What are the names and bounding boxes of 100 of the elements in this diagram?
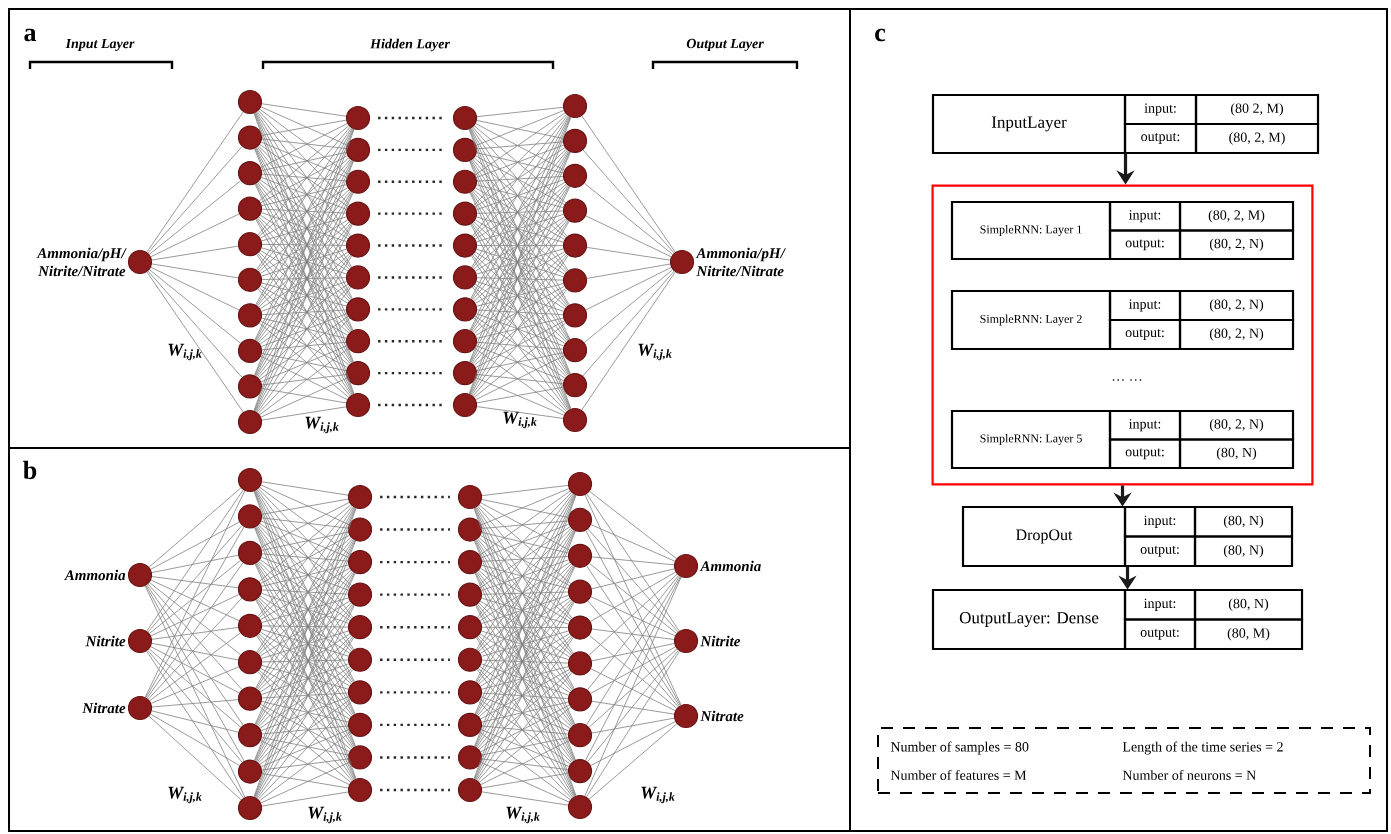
dotted-line — [380, 788, 450, 792]
note-text: Length of the time series = 2 — [1122, 741, 1283, 755]
field-label-cell: input: — [1108, 409, 1182, 441]
neuron — [567, 507, 593, 532]
neuron — [127, 249, 153, 275]
weight-label: W$_{i,j,k}$ — [168, 786, 202, 804]
node-label: Ammonia — [699, 560, 761, 572]
neuron — [347, 484, 373, 510]
dotted-line — [380, 560, 450, 564]
layer-name-cell: SimpleRNN: Layer 2 — [950, 289, 1112, 351]
neuron — [345, 105, 371, 131]
neuron — [567, 579, 593, 604]
neuron — [562, 198, 588, 223]
neuron — [345, 329, 371, 354]
dotted-line — [378, 403, 445, 407]
field-label-cell: input: — [1108, 200, 1182, 232]
neuron — [345, 137, 371, 162]
neuron — [347, 647, 373, 672]
neuron — [345, 201, 371, 226]
neuron — [345, 233, 371, 258]
neuron — [567, 471, 593, 497]
neuron — [669, 249, 695, 275]
neuron — [567, 543, 593, 568]
neuron — [567, 794, 593, 820]
weight-label: W$_{i,j,k}$ — [503, 411, 537, 429]
layer-heading: Output Layer — [686, 38, 764, 52]
neuron — [457, 615, 483, 640]
node-label: Nitrite — [700, 635, 741, 647]
shape-value-cell: (80, M) — [1193, 618, 1304, 651]
neuron — [347, 582, 373, 607]
neuron — [452, 329, 478, 354]
node-label: Nitrate — [700, 710, 744, 722]
neuron — [237, 267, 263, 292]
neuron — [237, 196, 263, 221]
field-label-cell: input: — [1108, 289, 1182, 322]
dotted-line — [378, 148, 445, 152]
neuron — [237, 467, 263, 493]
neuron — [347, 777, 373, 803]
node-label: Ammonia/pH/ Nitrite/Nitrate — [695, 247, 786, 277]
dotted-line — [380, 756, 450, 759]
field-label-cell: input: — [1123, 588, 1197, 621]
neuron — [452, 105, 478, 131]
dotted-line — [380, 528, 450, 531]
neuron — [457, 712, 483, 737]
neuron — [347, 550, 373, 575]
shape-value-cell: (80 2, M) — [1194, 93, 1320, 126]
layer-heading: Hidden Layer — [370, 38, 450, 52]
neuron — [452, 392, 478, 418]
neuron — [347, 680, 373, 705]
note-text: Number of features = M — [890, 770, 1027, 780]
field-label-cell: output: — [1108, 229, 1182, 261]
neuron — [347, 517, 373, 542]
node-label: Ammonia/pH/ Nitrite/Nitrate — [36, 247, 127, 277]
neuron — [127, 628, 153, 654]
neuron — [673, 703, 699, 729]
field-label-cell: output: — [1108, 438, 1182, 470]
dotted-line — [378, 340, 445, 343]
neuron — [237, 338, 263, 363]
field-label-cell: output: — [1123, 535, 1197, 568]
dotted-line — [378, 276, 445, 279]
neuron — [345, 265, 371, 290]
group-frame — [931, 184, 1314, 486]
dotted-line — [380, 626, 450, 629]
dotted-line — [378, 212, 445, 215]
neuron — [457, 550, 483, 575]
neuron — [452, 361, 478, 386]
neuron — [237, 89, 263, 115]
dotted-line — [380, 495, 450, 499]
neuron — [347, 745, 373, 770]
neuron — [562, 93, 588, 119]
shape-value-cell: (80, N) — [1193, 535, 1294, 568]
neuron — [567, 615, 593, 640]
dotted-line — [380, 658, 450, 661]
field-label-cell: output: — [1123, 122, 1198, 155]
dotted-line — [380, 691, 450, 694]
weight-label: W$_{i,j,k}$ — [506, 806, 540, 824]
node-label: Nitrate — [82, 702, 126, 714]
neuron — [452, 201, 478, 226]
neuron — [237, 504, 263, 529]
shape-value-cell: (80, 2, M) — [1178, 200, 1295, 232]
ellipsis: … … — [1112, 379, 1142, 381]
neuron — [237, 540, 263, 565]
weight-label: W$_{i,j,k}$ — [305, 416, 339, 434]
neuron — [562, 407, 588, 433]
neuron — [237, 232, 263, 257]
shape-value-cell: (80, N) — [1193, 505, 1294, 538]
neuron — [562, 128, 588, 153]
layer-name-cell: DropOut — [961, 505, 1127, 568]
neuron — [562, 373, 588, 398]
neuron — [452, 297, 478, 322]
neuron — [347, 615, 373, 640]
note-text: Number of neurons = N — [1122, 770, 1256, 780]
neuron — [237, 374, 263, 399]
neuron — [457, 680, 483, 705]
neuron — [457, 647, 483, 672]
neuron — [562, 233, 588, 258]
dotted-line — [378, 116, 445, 120]
shape-value-cell: (80, 2, N) — [1178, 229, 1295, 261]
neuron — [562, 268, 588, 293]
panel-letter: b — [23, 460, 37, 480]
